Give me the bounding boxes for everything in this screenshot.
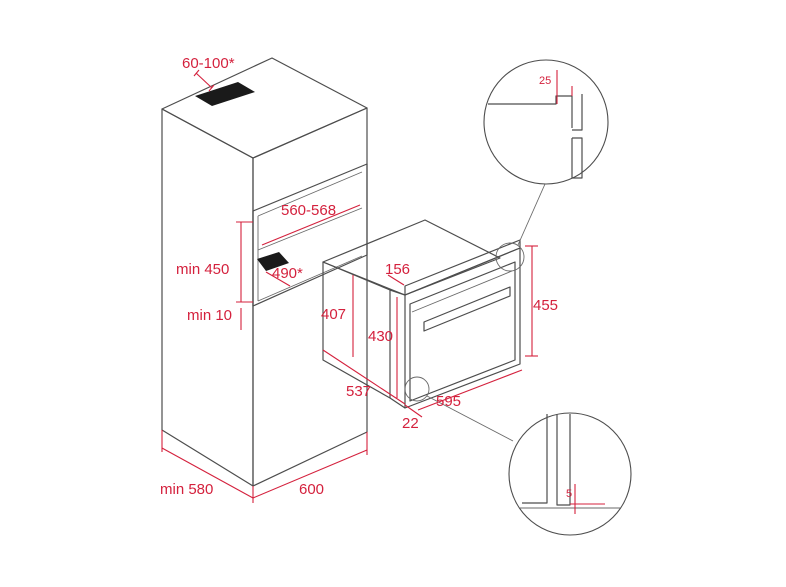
niche-floor-edge xyxy=(257,255,363,302)
niche-depth-line xyxy=(257,207,363,251)
label-oven-width: 595 xyxy=(436,393,461,410)
cabinet-left-side xyxy=(161,108,254,487)
label-cabinet-depth: min 580 xyxy=(160,481,213,498)
label-detail-top-gap: 25 xyxy=(539,75,551,87)
dimension-lines xyxy=(161,69,605,514)
detail-marker-bottom xyxy=(404,376,430,402)
label-min-height: min 450 xyxy=(176,261,229,278)
label-oven-front-height: 430 xyxy=(368,328,393,345)
oven-door xyxy=(409,261,516,402)
label-vent-gap: 60-100* xyxy=(182,55,235,72)
cabinet-front xyxy=(252,107,368,487)
detail-marker-top xyxy=(495,242,525,272)
detail-bottom-cabinet xyxy=(522,414,548,504)
detail-leader-bottom xyxy=(426,395,514,442)
oven-control-line xyxy=(411,270,513,313)
niche-vent-slot xyxy=(257,252,289,271)
label-front-offset: 22 xyxy=(402,415,419,432)
top-vent-slot xyxy=(195,82,255,106)
label-niche-width: 560-568 xyxy=(281,202,336,219)
detail-top-profile xyxy=(488,95,573,128)
detail-top-panel xyxy=(572,94,583,131)
detail-callouts xyxy=(404,59,632,536)
dimension-labels: 60-100* 560-568 min 450 490* min 10 156 … xyxy=(160,55,572,500)
oven-handle xyxy=(423,286,511,332)
label-min-gap: min 10 xyxy=(187,307,232,324)
cabinet-top xyxy=(161,57,368,159)
label-oven-depth-top: 156 xyxy=(385,261,410,278)
detail-leader-top xyxy=(517,183,546,246)
label-oven-body-height: 407 xyxy=(321,306,346,323)
oven-top xyxy=(322,219,501,296)
niche-opening xyxy=(252,163,368,307)
label-vent-depth: 490* xyxy=(272,265,303,282)
label-cabinet-width: 600 xyxy=(299,481,324,498)
oven-front-top-strip xyxy=(404,239,521,296)
detail-bottom-door xyxy=(556,414,571,506)
oven-top-notch xyxy=(389,289,406,296)
niche-back-edge xyxy=(257,171,363,217)
oven-front-bottom xyxy=(389,397,406,409)
label-oven-depth: 537 xyxy=(346,383,371,400)
detail-top-door xyxy=(571,137,583,179)
label-oven-total-height: 455 xyxy=(533,297,558,314)
oven xyxy=(322,219,521,409)
detail-circle-top xyxy=(483,59,609,185)
label-detail-bottom-gap: 5 xyxy=(566,488,572,500)
